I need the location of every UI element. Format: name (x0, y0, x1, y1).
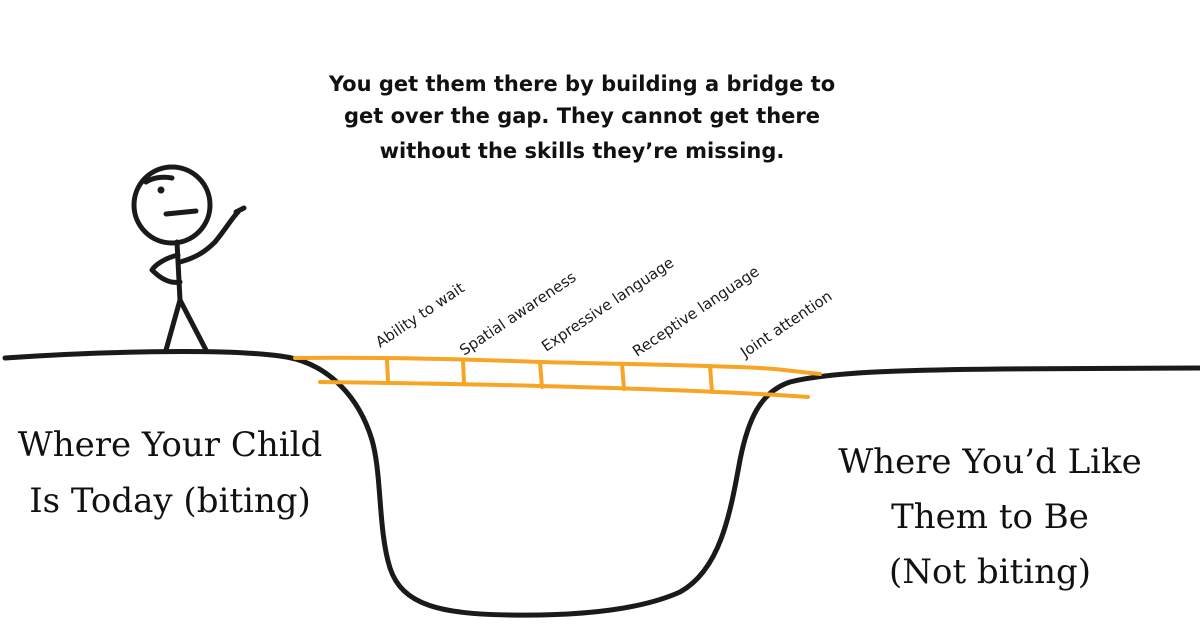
caption-line-1: You get them there by building a bridge … (328, 72, 835, 96)
bridge-post-5 (708, 364, 714, 394)
right-label: Where You’d Like Them to Be (Not biting) (838, 442, 1142, 592)
bridge-top-rail (293, 355, 822, 376)
right-label-line-3: (Not biting) (889, 552, 1091, 592)
skill-label-ability-to-wait: Ability to wait (372, 279, 468, 352)
skill-label-joint-attention: Joint attention (736, 287, 835, 362)
bridge-post-4 (620, 362, 626, 391)
bridge-post-3 (538, 360, 544, 389)
right-label-line-2: Them to Be (891, 497, 1089, 537)
left-label-line-1: Where Your Child (18, 425, 323, 465)
stick-figure-arm-left (149, 252, 183, 285)
stick-figure-mouth (163, 208, 199, 217)
ground-with-gap (2, 349, 1200, 618)
stick-figure-body (174, 239, 183, 303)
left-label-line-2: Is Today (biting) (29, 481, 311, 521)
caption: You get them there by building a bridge … (328, 72, 835, 163)
caption-line-3: without the skills they’re missing. (380, 139, 785, 163)
bridge-post-1 (385, 358, 390, 384)
stick-figure-arm-right (177, 205, 247, 265)
bridge-post-2 (461, 358, 466, 385)
stick-figure-leg-right (177, 297, 209, 353)
skill-labels: Ability to wait Spatial awareness Expres… (372, 253, 835, 361)
caption-line-2: get over the gap. They cannot get there (344, 104, 820, 128)
stick-figure-eye (157, 186, 165, 194)
right-label-line-1: Where You’d Like (838, 442, 1142, 482)
stick-figure-head (131, 164, 213, 246)
left-cliff (2, 349, 1200, 618)
left-label: Where Your Child Is Today (biting) (18, 425, 323, 521)
stick-figure-leg-left (163, 297, 183, 353)
bridge-bottom-rail (318, 380, 810, 399)
stick-figure-hair (143, 174, 175, 185)
bridge (293, 355, 822, 399)
stick-figure-icon (131, 164, 247, 353)
